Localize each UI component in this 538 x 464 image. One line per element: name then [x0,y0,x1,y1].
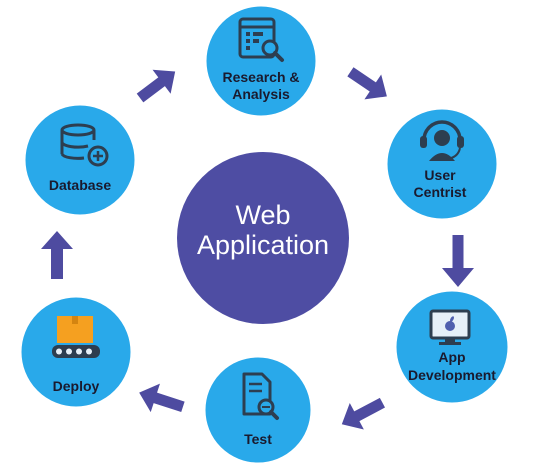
node-label-line1: Research & [222,69,299,85]
node-circle [393,288,511,406]
search-report-icon [238,17,284,62]
arrow-test-to-deploy [139,383,185,413]
node-circle [384,106,500,222]
node-label-line1: Database [49,177,111,193]
node-label-line1: Test [244,431,272,447]
center-title-line1: Web [235,200,290,230]
arrows [41,67,474,430]
arrow-research-to-user [347,67,387,100]
box-conveyor-icon [52,316,100,358]
center-node: Web Application [177,152,349,324]
arrow-app-to-test [341,397,386,430]
node-circle [22,102,138,218]
node-circle [202,354,314,464]
database-plus-icon [60,123,109,167]
center-title-line2: Application [197,230,329,260]
node-label-line2: Development [408,367,496,383]
node-circle [203,3,319,119]
user-headset-icon [420,120,464,161]
node-label-line1: Deploy [53,378,100,394]
arrow-deploy-to-database [41,231,73,279]
arrow-user-to-app [442,235,474,287]
node-test: Test [202,354,314,464]
node-research-analysis: Research & Analysis [203,3,319,119]
node-label-line2: Analysis [232,86,290,102]
node-user-centrist: User Centrist [384,106,500,222]
document-search-icon [242,372,279,420]
node-label-line2: Centrist [414,184,467,200]
center-circle [177,152,349,324]
node-label-line1: User [424,167,456,183]
node-app-development: App Development [393,288,511,406]
node-deploy: Deploy [18,294,134,410]
node-label-line1: App [438,349,465,365]
apple-monitor-icon [429,309,471,345]
arrow-database-to-research [136,69,176,103]
node-database: Database [22,102,138,218]
